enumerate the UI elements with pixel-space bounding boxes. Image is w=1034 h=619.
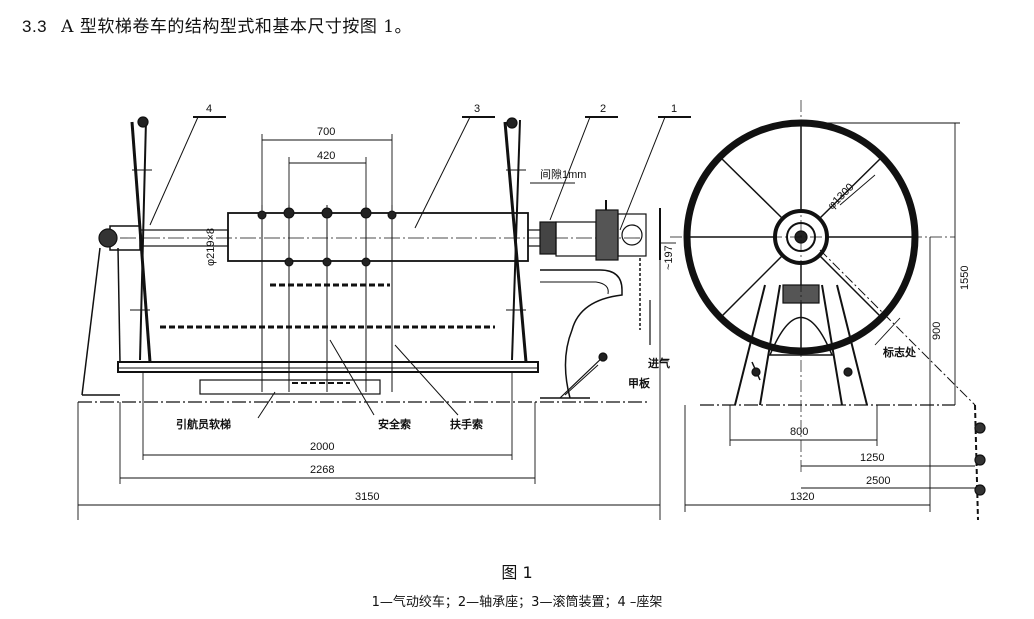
seat-frame-left — [81, 247, 121, 396]
dim-700: 700 — [317, 126, 335, 138]
rung-markers — [257, 205, 397, 392]
dim-1250: 1250 — [860, 452, 884, 464]
label-handrail-rope: 扶手索 — [450, 417, 483, 431]
callout-1: 1 — [671, 103, 677, 115]
dim-197: ~197 — [663, 245, 675, 270]
dim-900: 900 — [931, 322, 943, 340]
callout-2: 2 — [600, 103, 606, 115]
dim-gap: 间隙1mm — [540, 167, 586, 181]
dim-800: 800 — [790, 426, 808, 438]
base-tray — [199, 379, 381, 395]
side-view — [77, 116, 691, 520]
dim-pipe-diameter: φ219×8 — [205, 228, 217, 266]
dim-2500: 2500 — [866, 475, 890, 487]
callout-3: 3 — [474, 103, 480, 115]
side-dimension-lines — [77, 134, 676, 520]
figure-title: 图 1 — [501, 563, 533, 582]
callout-4: 4 — [206, 103, 212, 115]
drum-body — [227, 212, 529, 262]
label-mark-position: 标志处 — [882, 345, 917, 359]
label-air-inlet: 进气 — [648, 356, 670, 370]
dim-1550: 1550 — [959, 266, 971, 290]
figure-legend: 1—气动绞车；2—轴承座；3—滚筒装置；4 –座架 — [371, 595, 663, 610]
section-text: A 型软梯卷车的结构型式和基本尺寸按图 1。 — [61, 17, 413, 37]
left-flange — [130, 116, 152, 363]
dim-420: 420 — [317, 150, 335, 162]
dim-1300: φ1300 — [826, 181, 857, 212]
section-number: 3.3 — [22, 17, 48, 36]
dim-3150: 3150 — [355, 491, 379, 503]
winch-assembly — [540, 200, 661, 399]
right-flange — [503, 117, 528, 363]
end-view — [670, 100, 986, 521]
dim-2000: 2000 — [310, 441, 334, 453]
base-frame — [117, 361, 539, 373]
label-deck: 甲板 — [628, 376, 651, 390]
label-safety-rope: 安全索 — [378, 417, 411, 431]
drum-assembly — [98, 212, 640, 262]
dim-1320: 1320 — [790, 491, 814, 503]
end-dimension-lines — [684, 122, 975, 512]
label-pilot-ladder: 引航员软梯 — [176, 417, 231, 431]
callout-leaders — [149, 116, 691, 419]
dim-2268: 2268 — [310, 464, 334, 476]
section-heading: 3.3 A 型软梯卷车的结构型式和基本尺寸按图 1。 — [22, 12, 412, 37]
